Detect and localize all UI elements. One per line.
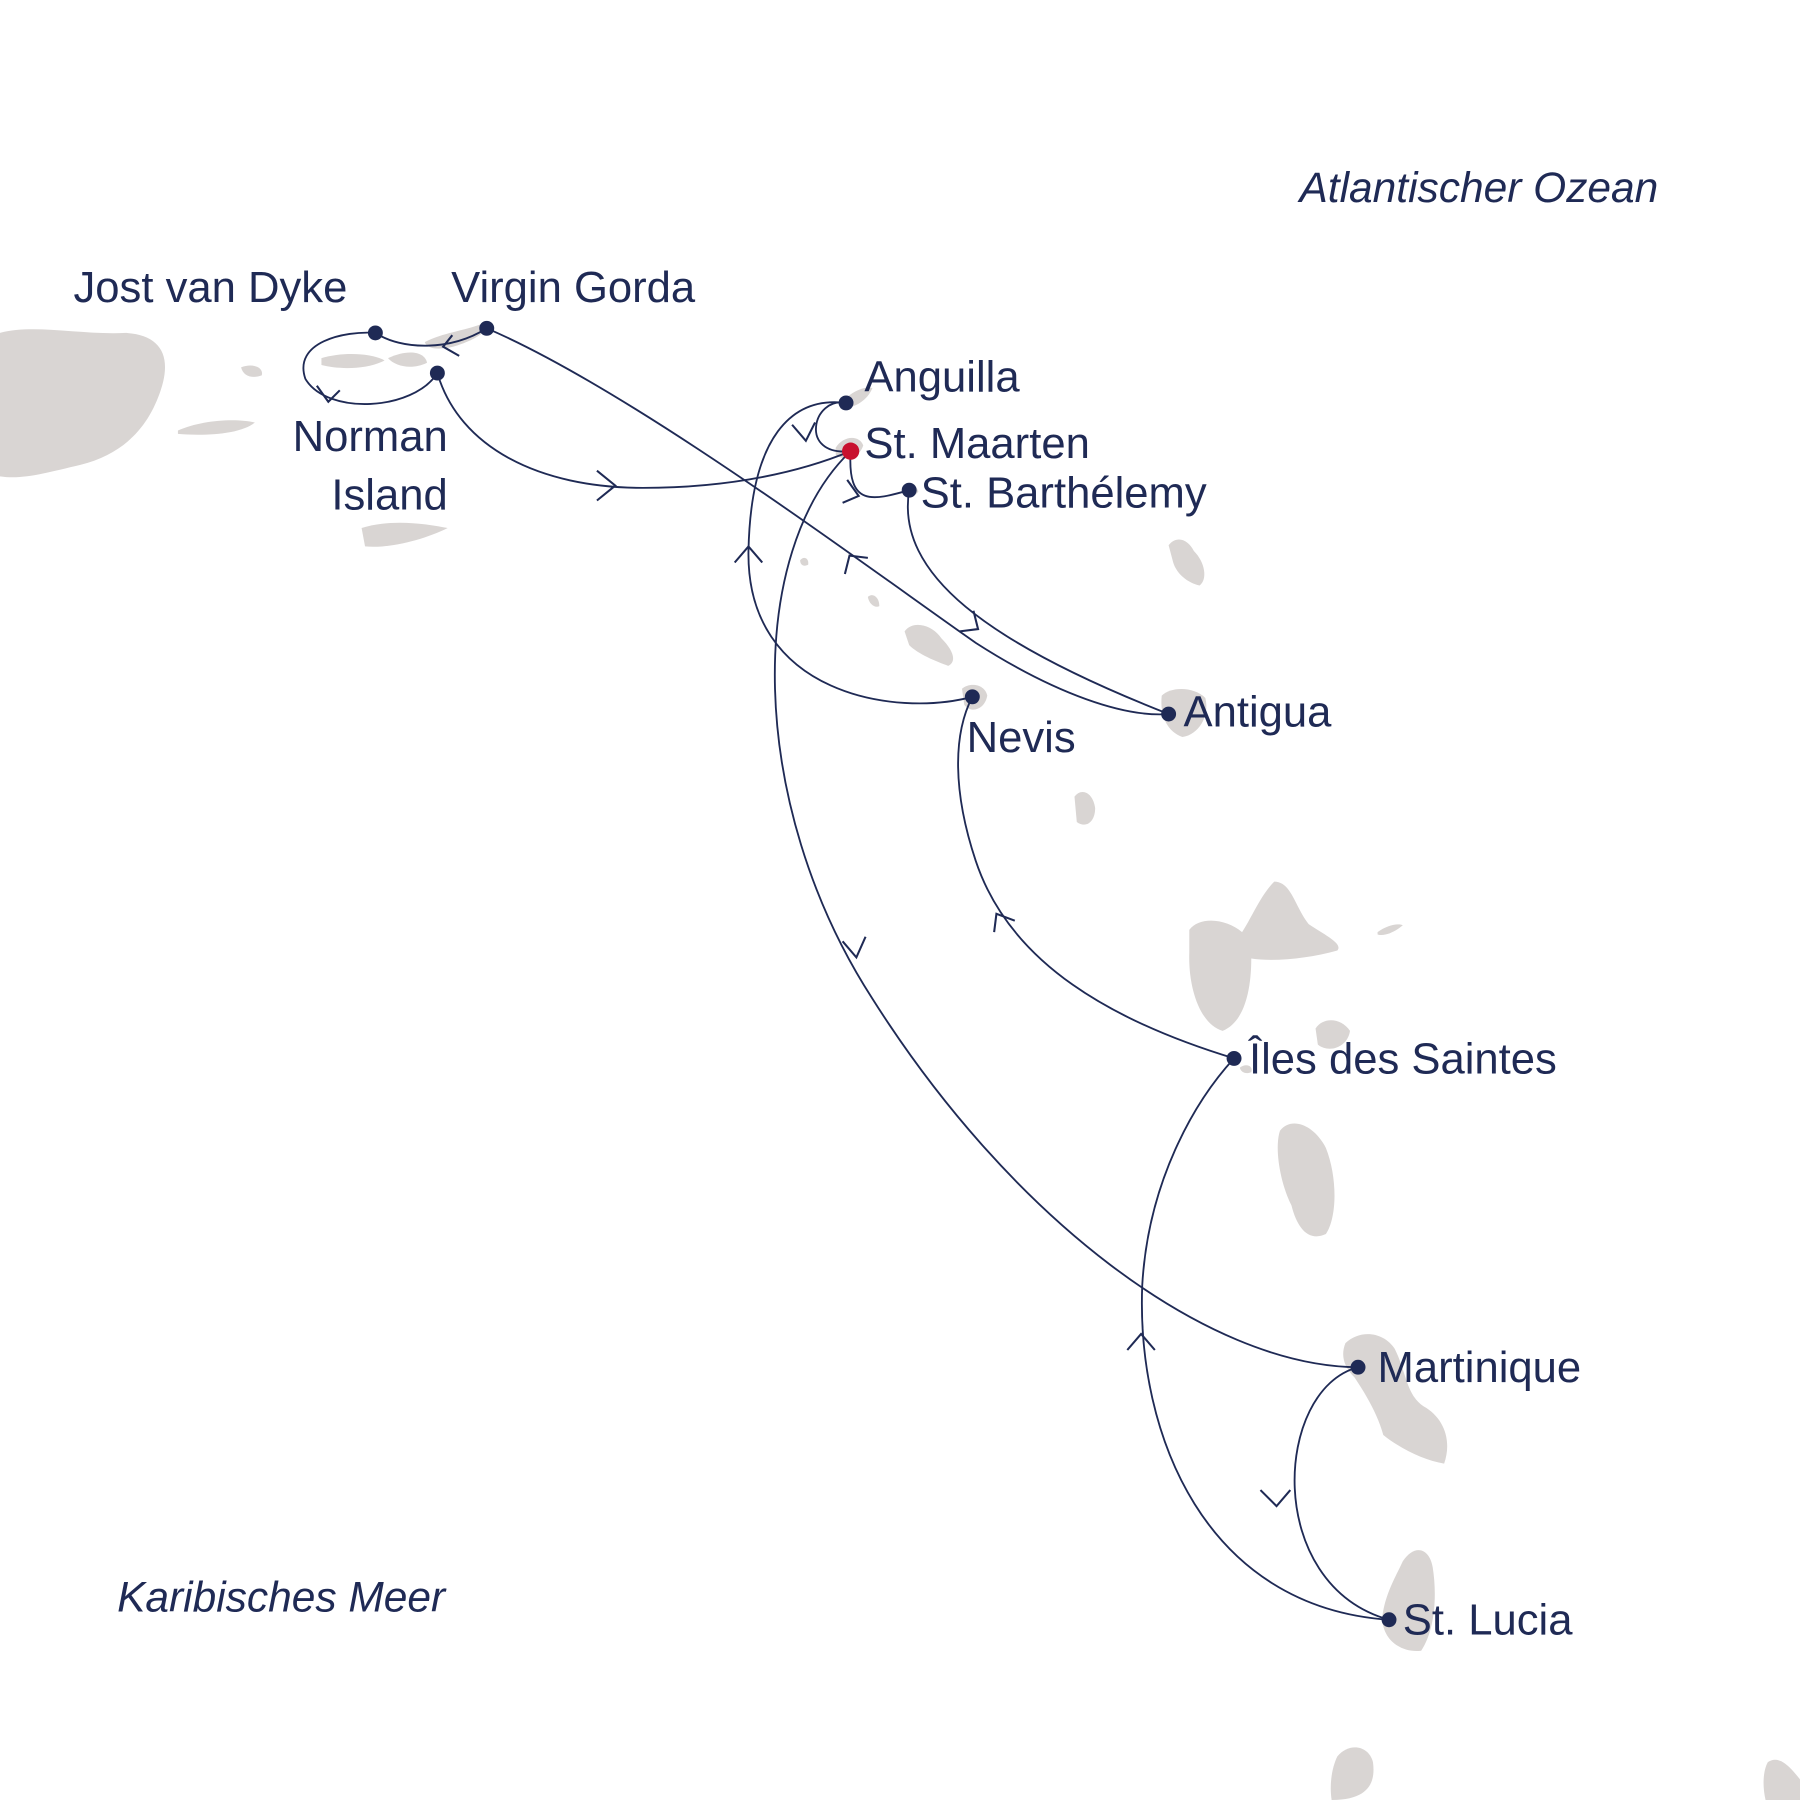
island-marie-galante [1315, 1020, 1350, 1049]
port-marker-st-barthelemy[interactable] [901, 482, 917, 498]
port-label-norman-island-line1: Norman [293, 413, 448, 461]
port-label-antigua: Antigua [1184, 689, 1333, 737]
island-barbados [1763, 1759, 1800, 1800]
sea-label-atlantic: Atlantischer Ozean [1296, 164, 1658, 211]
port-marker-iles-des-saintes[interactable] [1226, 1050, 1242, 1066]
labels: Atlantischer Ozean Karibisches Meer Jost… [73, 164, 1658, 1645]
port-label-st-lucia: St. Lucia [1403, 1597, 1573, 1645]
arrow-icon [1259, 1489, 1292, 1508]
port-marker-norman-island[interactable] [429, 365, 445, 381]
port-label-martinique: Martinique [1378, 1344, 1582, 1392]
arrow-icon [791, 421, 816, 443]
island-puerto-rico [0, 329, 166, 478]
port-marker-st-lucia[interactable] [1381, 1612, 1397, 1628]
island-st-lucia [1382, 1550, 1435, 1652]
port-markers [367, 320, 1397, 1628]
route-anguilla-st-maarten [815, 401, 851, 453]
arrow-icon [315, 385, 341, 404]
island-antigua [1161, 689, 1207, 737]
route-st-barth-antigua [906, 490, 1169, 715]
port-label-norman-island-line2: Island [331, 472, 447, 520]
port-marker-virgin-gorda[interactable] [479, 320, 495, 336]
route-martinique-st-lucia [1293, 1366, 1390, 1621]
route-st-maarten-st-barth [849, 451, 910, 499]
route-saintes-nevis [957, 696, 1235, 1060]
sea-label-caribbean: Karibisches Meer [117, 1574, 447, 1621]
route-st-maarten-martinique [773, 450, 1359, 1369]
arrow-icon [843, 554, 868, 575]
island-la-desirade [1377, 924, 1403, 936]
direction-arrows [315, 334, 1292, 1508]
port-marker-martinique[interactable] [1350, 1359, 1366, 1375]
port-label-st-maarten: St. Maarten [864, 420, 1089, 468]
arrow-icon [441, 334, 460, 357]
port-marker-st-maarten-home[interactable] [842, 442, 860, 460]
route-norman-jost [302, 331, 439, 405]
island-martinique [1343, 1334, 1448, 1464]
island-st-vincent [1330, 1747, 1374, 1800]
port-label-jost-van-dyke: Jost van Dyke [73, 264, 347, 312]
island-virgin-gorda [424, 323, 486, 349]
island-saba [800, 557, 809, 566]
port-marker-nevis[interactable] [964, 689, 980, 705]
arrow-icon [841, 936, 867, 960]
route-norman-st-maarten [436, 372, 851, 489]
route-nevis-anguilla [747, 401, 973, 705]
route-antigua-virgin-gorda [486, 327, 1169, 716]
route-jost-virgin-gorda [374, 327, 488, 347]
arrow-icon [596, 469, 617, 502]
port-label-iles-des-saintes: Îles des Saintes [1248, 1034, 1557, 1083]
island-tortola [388, 352, 428, 367]
port-marker-anguilla[interactable] [838, 395, 854, 411]
arrow-icon [733, 544, 764, 564]
arrow-icon [1126, 1332, 1156, 1351]
port-label-anguilla: Anguilla [864, 353, 1020, 401]
port-label-nevis: Nevis [967, 714, 1076, 762]
port-marker-jost-van-dyke[interactable] [367, 325, 383, 341]
island-les-saintes [1239, 1065, 1252, 1074]
port-label-virgin-gorda: Virgin Gorda [451, 264, 696, 312]
island-barbuda [1168, 539, 1205, 586]
island-st-eustatius [867, 595, 880, 607]
island-st-kitts [904, 624, 954, 666]
routes [302, 327, 1390, 1621]
arrow-icon [993, 912, 1016, 933]
island-st-croix [361, 522, 448, 547]
arrow-icon [842, 479, 861, 504]
island-culebra [241, 365, 263, 377]
port-label-st-barthelemy: St. Barthélemy [921, 469, 1207, 517]
island-vieques [177, 420, 255, 435]
island-dominica [1277, 1123, 1335, 1237]
arrow-icon [959, 610, 980, 633]
port-marker-antigua[interactable] [1161, 706, 1177, 722]
island-guadeloupe [1189, 881, 1339, 1031]
island-montserrat [1074, 792, 1096, 825]
island-st-thomas [321, 354, 385, 369]
